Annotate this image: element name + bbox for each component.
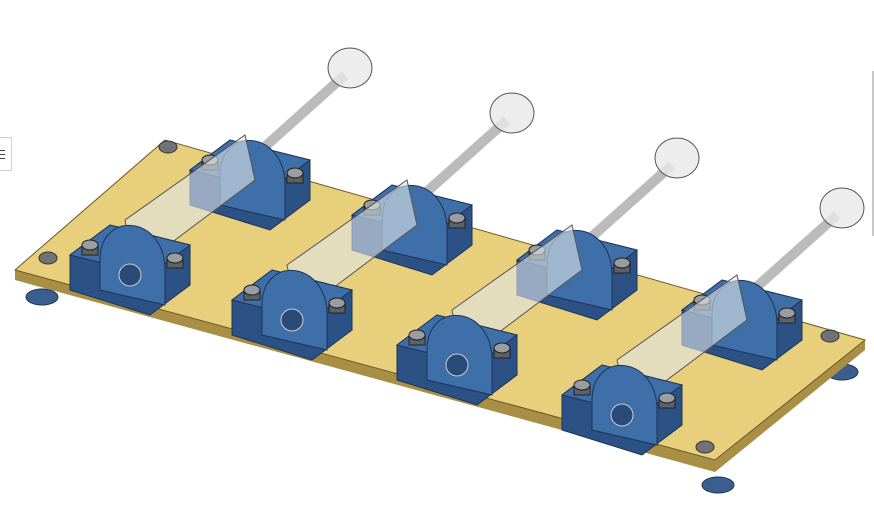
- hamburger-menu-icon-line: [0, 157, 5, 159]
- syringe-luer-tip: [445, 353, 469, 377]
- hex-bolt-head: [243, 284, 261, 296]
- hex-bolt-head: [493, 342, 511, 354]
- rubber-foot: [25, 288, 59, 306]
- syringe-plunger-flange: [819, 187, 865, 229]
- syringe-plunger-flange: [489, 92, 535, 134]
- hex-bolt-head: [81, 239, 99, 251]
- hex-bolt-head: [573, 379, 591, 391]
- plate-screw-head: [820, 329, 840, 343]
- hex-bolt-head: [166, 252, 184, 264]
- hex-bolt-head: [658, 392, 676, 404]
- plate-screw-head: [38, 251, 58, 265]
- hex-bolt-head: [613, 257, 631, 269]
- syringe-plunger-flange: [327, 47, 373, 89]
- rubber-foot: [701, 476, 735, 494]
- syringe-luer-tip: [610, 403, 634, 427]
- plate-screw-head: [695, 440, 715, 454]
- hex-bolt-head: [408, 329, 426, 341]
- syringe-luer-tip: [118, 263, 142, 287]
- hex-bolt-head: [778, 307, 796, 319]
- hamburger-menu-icon-line: [0, 153, 5, 155]
- hex-bolt-head: [448, 212, 466, 224]
- hamburger-menu-icon: [0, 149, 5, 151]
- syringe-holder-unit: [230, 92, 535, 361]
- syringe-holder-unit: [560, 187, 865, 456]
- hex-bolt-head: [286, 167, 304, 179]
- hex-bolt-head: [328, 297, 346, 309]
- panel-edge-divider: [872, 71, 874, 236]
- syringe-holder-unit: [395, 137, 700, 406]
- syringe-plunger-flange: [654, 137, 700, 179]
- plate-screw-head: [158, 140, 178, 154]
- hamburger-menu-button[interactable]: [0, 137, 12, 171]
- syringe-holder-unit: [68, 47, 373, 316]
- syringe-luer-tip: [280, 308, 304, 332]
